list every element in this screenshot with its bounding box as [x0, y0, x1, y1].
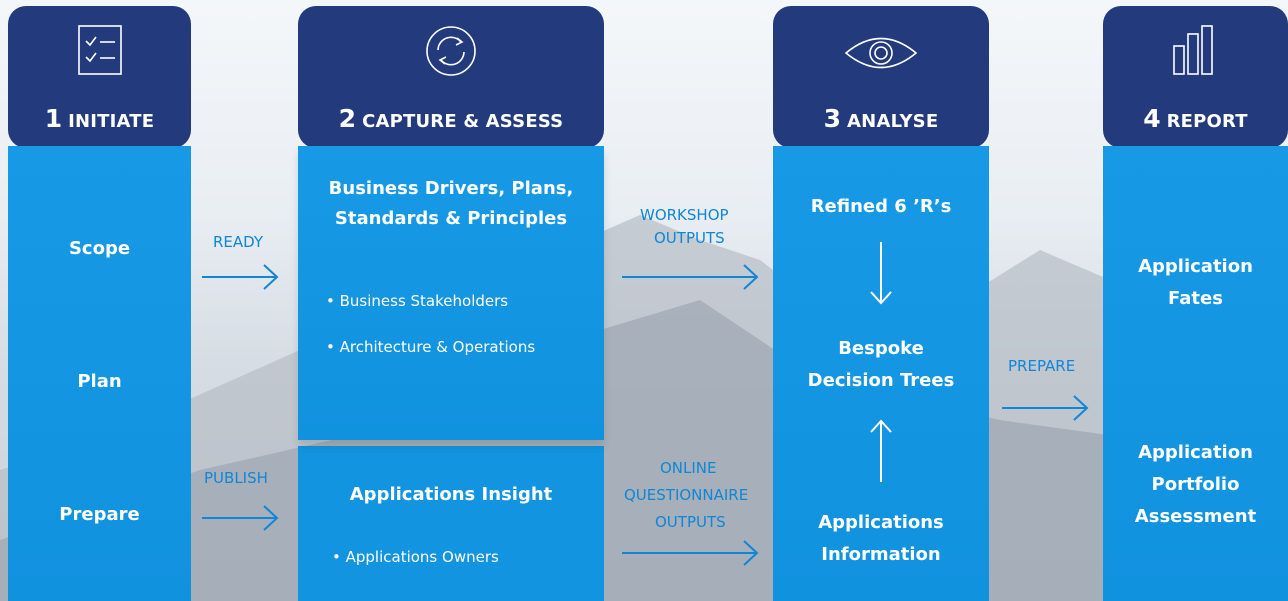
checklist-icon — [77, 25, 122, 75]
arrow-label-ready: READY — [213, 233, 264, 251]
step-panel-upper: Business Drivers, Plans, Standards & Pri… — [298, 146, 604, 440]
fates-line2: Fates — [1168, 288, 1223, 309]
arrow-right-icon — [202, 264, 279, 290]
arrow-label-workshop-line2: OUTPUTS — [654, 229, 725, 247]
item-plan: Plan — [77, 371, 122, 392]
arrow-up-icon — [870, 419, 892, 482]
item-scope: Scope — [68, 238, 131, 259]
item-prepare: Prepare — [59, 504, 140, 525]
applications-info-line1: Applications — [818, 512, 944, 533]
step-panel-lower: Applications Insight • Applications Owne… — [298, 446, 604, 601]
drivers-title-line1: Business Drivers, Plans, — [328, 178, 574, 199]
bullet-business-stakeholders: • Business Stakeholders — [326, 292, 509, 310]
refined-6rs: Refined 6 ’R’s — [810, 196, 952, 217]
arrow-down-icon — [870, 242, 892, 305]
applications-insight-title: Applications Insight — [349, 484, 553, 505]
refresh-cycle-icon — [426, 26, 476, 76]
applications-info-line2: Information — [821, 544, 941, 565]
eye-icon — [844, 37, 918, 69]
decision-trees-line1: Bespoke — [838, 338, 924, 359]
arrow-label-online-line2: QUESTIONNAIRE — [624, 486, 749, 504]
portfolio-line3: Assessment — [1134, 506, 1257, 527]
decision-trees-line2: Decision Trees — [807, 370, 955, 391]
bullet-applications-owners: • Applications Owners — [332, 548, 499, 566]
portfolio-line1: Application — [1138, 442, 1253, 463]
arrow-label-publish: PUBLISH — [204, 469, 268, 487]
arrow-right-icon — [622, 264, 759, 290]
arrow-label-workshop-line1: WORKSHOP — [640, 206, 729, 224]
arrow-label-online-line3: OUTPUTS — [655, 513, 726, 531]
arrow-right-icon — [202, 505, 279, 531]
step-panel: Scope Plan Prepare — [8, 146, 191, 601]
arrow-label-online-line1: ONLINE — [660, 459, 717, 477]
arrow-right-icon — [622, 540, 759, 566]
arrow-label-prepare: PREPARE — [1008, 357, 1076, 375]
fates-line1: Application — [1138, 256, 1253, 277]
bullet-architecture-operations: • Architecture & Operations — [326, 338, 536, 356]
drivers-title-line2: Standards & Principles — [334, 208, 568, 229]
portfolio-line2: Portfolio — [1151, 474, 1240, 495]
arrow-right-icon — [1002, 395, 1089, 421]
step-panel: Refined 6 ’R’s Bespoke Decision Trees Ap… — [773, 146, 989, 601]
bar-chart-icon — [1172, 25, 1213, 75]
step-panel: Application Fates Application Portfolio … — [1103, 146, 1288, 601]
